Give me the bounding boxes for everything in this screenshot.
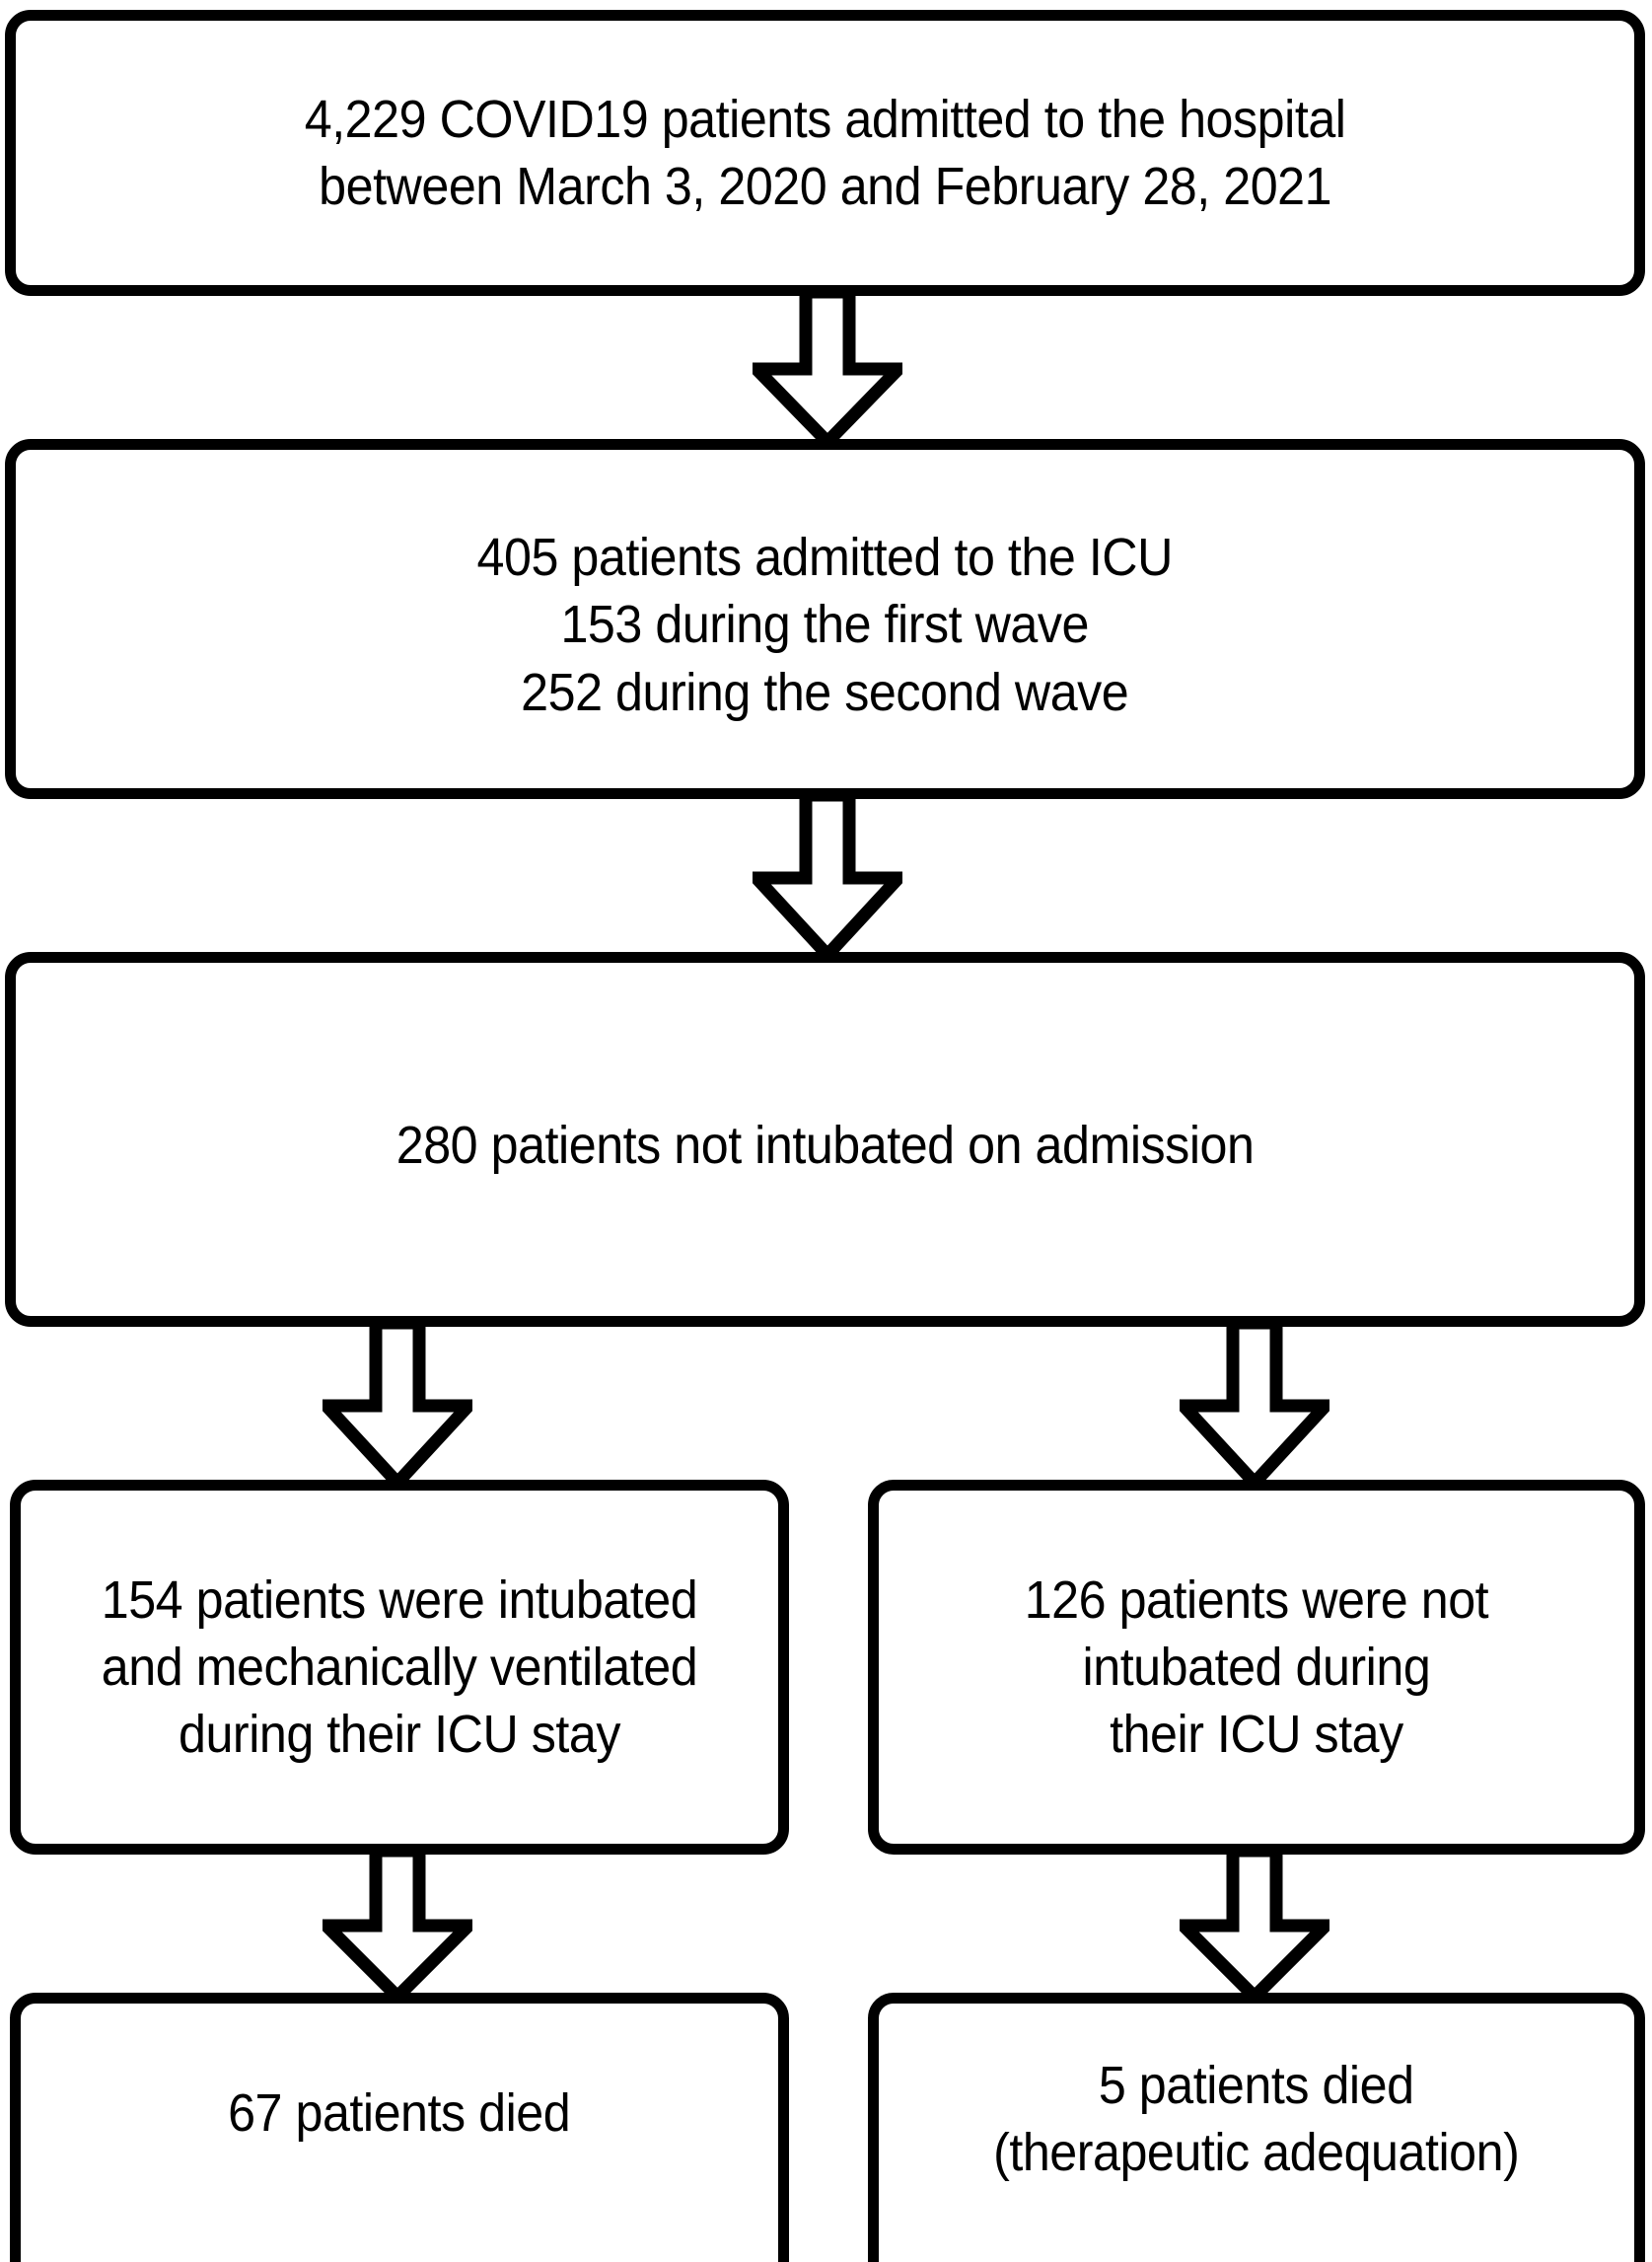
- icu-admissions-box: 405 patients admitted to the ICU 153 dur…: [5, 439, 1645, 799]
- down-block-arrow-icon: [323, 1323, 472, 1487]
- deaths-intubated-box: 67 patients died: [10, 1993, 789, 2262]
- not-intubated-on-admission-text: 280 patients not intubated on admission: [395, 1115, 1255, 1175]
- not-intubated-during-stay-text: 126 patients were not intubated during t…: [1024, 1569, 1489, 1765]
- deaths-not-intubated-box: 5 patients died (therapeutic adequation): [868, 1993, 1645, 2262]
- deaths-intubated-text: 67 patients died: [228, 2082, 571, 2143]
- not-intubated-during-stay-box: 126 patients were not intubated during t…: [868, 1480, 1645, 1855]
- intubated-ventilated-text: 154 patients were intubated and mechanic…: [101, 1569, 698, 1765]
- admitted-patients-box: 4,229 COVID19 patients admitted to the h…: [5, 10, 1645, 296]
- intubated-ventilated-box: 154 patients were intubated and mechanic…: [10, 1480, 789, 1855]
- down-block-arrow-icon: [1180, 1851, 1329, 2001]
- down-block-arrow-icon: [1180, 1323, 1329, 1487]
- not-intubated-on-admission-box: 280 patients not intubated on admission: [5, 952, 1645, 1327]
- down-block-arrow-icon: [323, 1851, 472, 2001]
- admitted-patients-text: 4,229 COVID19 patients admitted to the h…: [304, 89, 1346, 216]
- deaths-not-intubated-text: 5 patients died (therapeutic adequation): [993, 2055, 1520, 2182]
- down-block-arrow-icon: [753, 795, 902, 959]
- down-block-arrow-icon: [753, 292, 902, 446]
- icu-admissions-text: 405 patients admitted to the ICU 153 dur…: [476, 528, 1174, 722]
